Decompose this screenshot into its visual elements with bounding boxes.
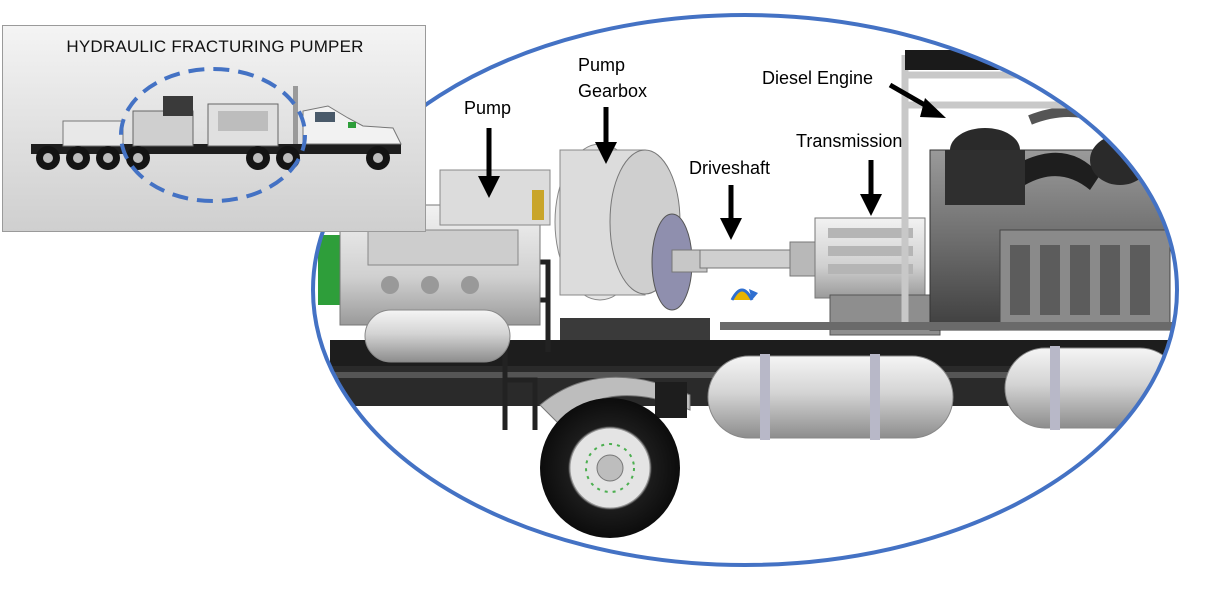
pump-gearbox-label-line2: Gearbox xyxy=(578,81,648,101)
driveshaft-label: Driveshaft xyxy=(689,158,771,178)
driveshaft-arrow-icon xyxy=(720,185,742,240)
fuel-tank-2 xyxy=(1004,346,1177,430)
diesel-engine-arrow-icon xyxy=(888,82,946,118)
inset-radiator xyxy=(218,111,268,131)
inset-hubs xyxy=(43,153,383,163)
overview-inset: HYDRAULIC FRACTURING PUMPER xyxy=(2,25,426,232)
detail-ellipse-outline xyxy=(311,13,1179,567)
mount-strip xyxy=(720,322,1177,330)
gearbox-arrow-icon xyxy=(595,107,617,164)
pump-gearbox-label-line1: Pump xyxy=(578,55,626,75)
inset-cab-window xyxy=(315,112,335,122)
pump-gearbox-body xyxy=(554,143,708,311)
transmission-label: Transmission xyxy=(796,131,903,151)
fender-bracket xyxy=(655,382,687,418)
inset-highlight-ellipse xyxy=(119,67,307,203)
pump-body xyxy=(339,169,551,326)
fuel-tank-1 xyxy=(707,354,954,440)
frame-crossmember xyxy=(560,318,710,340)
inset-chassis xyxy=(31,144,401,154)
diesel-engine-body xyxy=(929,107,1171,331)
diesel-engine-label: Diesel Engine xyxy=(762,68,874,88)
rotation-arrow-icon xyxy=(730,288,754,301)
top-deck xyxy=(905,50,1177,70)
overview-truck-illustration xyxy=(31,67,402,203)
inset-title: HYDRAULIC FRACTURING PUMPER xyxy=(66,37,364,56)
inset-engine-top xyxy=(163,96,193,116)
inset-cab-logo xyxy=(348,122,356,128)
transmission-arrow-icon xyxy=(860,160,882,216)
pump-tank xyxy=(364,309,511,363)
inset-gearbox xyxy=(132,110,194,147)
inset-pump xyxy=(62,120,124,147)
rotation-arrowhead-icon xyxy=(749,289,758,300)
callout-arrows xyxy=(478,82,946,240)
pump-label: Pump xyxy=(464,98,512,118)
equipment-illustration xyxy=(318,50,1177,538)
pump-arrow-icon xyxy=(478,128,500,198)
rear-wheel xyxy=(540,398,680,538)
inset-exhaust-stack xyxy=(293,86,298,144)
transmission-body xyxy=(814,217,941,336)
